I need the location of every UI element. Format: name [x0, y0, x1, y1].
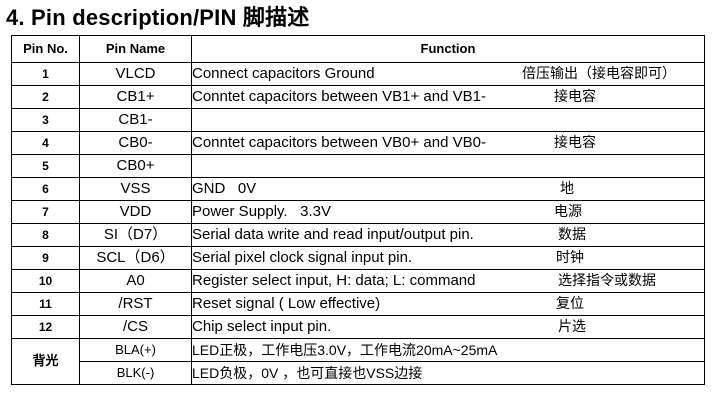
table-row: 7 VDD Power Supply. 3.3V 电源: [11, 200, 705, 224]
pin-no: 11: [11, 292, 80, 316]
function-zh: 地: [560, 181, 574, 197]
pin-no: 6: [11, 177, 80, 201]
function-zh: 选择指令或数据: [558, 273, 656, 289]
pin-function: Reset signal ( Low effective) 复位: [191, 292, 705, 316]
header-pin-name: Pin Name: [79, 35, 192, 63]
table-row: 6 VSS GND 0V 地: [11, 177, 705, 201]
pin-name: SI（D7）: [79, 223, 192, 247]
table-row: 12 /CS Chip select input pin. 片选: [11, 315, 705, 339]
function-zh: 数据: [558, 227, 586, 243]
pin-function: [191, 108, 705, 132]
pin-description-table: Pin No. Pin Name Function 1 VLCD Connect…: [11, 35, 705, 385]
pin-no: 3: [11, 108, 80, 132]
function-en: Power Supply. 3.3V: [192, 203, 331, 220]
pin-no: 2: [11, 85, 80, 109]
backlight-label: 背光: [11, 338, 80, 385]
pin-no: 10: [11, 269, 80, 293]
table-row: 8 SI（D7） Serial data write and read inpu…: [11, 223, 705, 247]
pin-function: Connect capacitors Ground 倍压输出（接电容即可）: [191, 62, 705, 86]
function-en: GND 0V: [192, 180, 257, 197]
pin-name: VDD: [79, 200, 192, 224]
function-zh: 片选: [558, 319, 586, 335]
pin-function: LED正极，工作电压3.0V，工作电流20mA~25mA: [191, 338, 705, 362]
function-zh: 倍压输出（接电容即可）: [522, 66, 676, 82]
table-row: 5 CB0+: [11, 154, 705, 178]
table-row: 3 CB1-: [11, 108, 705, 132]
table-row: 1 VLCD Connect capacitors Ground 倍压输出（接电容…: [11, 62, 705, 86]
pin-function: Serial pixel clock signal input pin. 时钟: [191, 246, 705, 270]
pin-function: Chip select input pin. 片选: [191, 315, 705, 339]
pin-function: Conntet capacitors between VB0+ and VB0-…: [191, 131, 705, 155]
function-zh: 接电容: [554, 89, 596, 105]
table-row: 10 A0 Register select input, H: data; L:…: [11, 269, 705, 293]
pin-function: [191, 154, 705, 178]
header-pin-no: Pin No.: [11, 35, 80, 63]
table-row-backlight: BLK(-) LED负极，0V ，也可直接也VSS边接: [12, 361, 705, 385]
function-en: Chip select input pin.: [192, 318, 332, 335]
pin-no: 8: [11, 223, 80, 247]
pin-no: 5: [11, 154, 80, 178]
pin-function: GND 0V 地: [191, 177, 705, 201]
function-en: Serial pixel clock signal input pin.: [192, 249, 413, 266]
function-zh: 时钟: [556, 250, 584, 266]
function-en: Register select input, H: data; L: comma…: [192, 272, 476, 289]
pin-name: A0: [79, 269, 192, 293]
pin-no: 9: [11, 246, 80, 270]
header-function: Function: [191, 35, 705, 63]
pin-no: 4: [11, 131, 80, 155]
pin-name: CB0-: [79, 131, 192, 155]
function-en: Conntet capacitors between VB1+ and VB1-: [192, 88, 486, 105]
pin-name: /RST: [79, 292, 192, 316]
table-row: 11 /RST Reset signal ( Low effective) 复位: [11, 292, 705, 316]
pin-name: BLA(+): [79, 338, 192, 362]
pin-no: 1: [11, 62, 80, 86]
pin-name: /CS: [79, 315, 192, 339]
pin-function: Conntet capacitors between VB1+ and VB1-…: [191, 85, 705, 109]
pin-function: Register select input, H: data; L: comma…: [191, 269, 705, 293]
table-row: 2 CB1+ Conntet capacitors between VB1+ a…: [11, 85, 705, 109]
pin-name: CB1-: [79, 108, 192, 132]
function-zh: 接电容: [554, 135, 596, 151]
function-en: Serial data write and read input/output …: [192, 226, 474, 243]
pin-name: SCL（D6）: [79, 246, 192, 270]
pin-name: BLK(-): [79, 361, 192, 385]
pin-no: 12: [11, 315, 80, 339]
pin-function: LED负极，0V ，也可直接也VSS边接: [191, 361, 705, 385]
pin-no: 7: [11, 200, 80, 224]
function-en: Reset signal ( Low effective): [192, 295, 381, 312]
pin-function: Power Supply. 3.3V 电源: [191, 200, 705, 224]
function-en: Conntet capacitors between VB0+ and VB0-: [192, 134, 486, 151]
function-zh: 复位: [556, 296, 584, 312]
pin-name: VLCD: [79, 62, 192, 86]
section-title: 4. Pin description/PIN 脚描述: [6, 5, 310, 30]
pin-name: CB1+: [79, 85, 192, 109]
table-row-backlight: 背光 BLA(+) LED正极，工作电压3.0V，工作电流20mA~25mA: [11, 338, 705, 385]
pin-function: Serial data write and read input/output …: [191, 223, 705, 247]
pin-name: VSS: [79, 177, 192, 201]
pin-name: CB0+: [79, 154, 192, 178]
table-row: 9 SCL（D6） Serial pixel clock signal inpu…: [11, 246, 705, 270]
function-en: Connect capacitors Ground: [192, 65, 375, 82]
table-header-row: Pin No. Pin Name Function: [11, 35, 705, 63]
table-row: 4 CB0- Conntet capacitors between VB0+ a…: [11, 131, 705, 155]
function-zh: 电源: [554, 204, 582, 220]
